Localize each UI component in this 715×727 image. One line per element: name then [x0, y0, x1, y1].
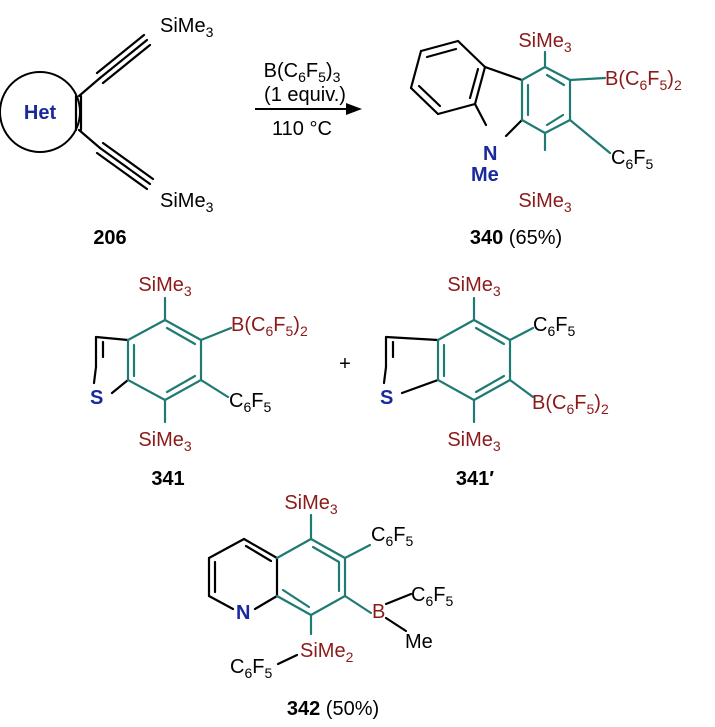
sime3-label: SiMe3	[518, 30, 572, 55]
compound-342-structure: N SiMe3 C6F5 B C6F5 Me SiMe2 C6F5	[207, 492, 453, 681]
het-label: Het	[24, 102, 57, 124]
nitrogen-label: N	[483, 143, 497, 165]
sime3-label: SiMe3	[284, 492, 338, 517]
n-methyl-label: Me	[471, 164, 499, 186]
reagent-label: B(C6F5)3	[264, 60, 341, 85]
sime3-label: SiMe3	[518, 190, 572, 215]
c6f5-label: C6F5	[230, 656, 272, 681]
sime2-label: SiMe2	[300, 640, 354, 665]
boron-atom-label: B	[372, 601, 385, 623]
borane-label: B(C6F5)2	[231, 314, 308, 339]
c6f5-label: C6F5	[411, 584, 453, 609]
compound-341-id: 341	[151, 468, 184, 490]
sime3-label: SiMe3	[160, 15, 214, 40]
sime3-label: SiMe3	[447, 274, 501, 299]
compound-341-prime-structure: S SiMe3 C6F5 B(C6F5)2 SiMe3	[380, 274, 609, 454]
borane-label: B(C6F5)2	[532, 392, 609, 417]
compound-341-structure: S SiMe3 B(C6F5)2 C6F5 SiMe3	[90, 274, 308, 454]
compound-206-structure: Het SiMe3 SiMe3	[0, 15, 214, 215]
compound-340-structure: N Me SiMe3 B(C6F5)2 C6F5 SiMe3	[409, 30, 682, 215]
compound-341-prime-id: 341′	[456, 468, 494, 490]
sime3-label: SiMe3	[160, 190, 214, 215]
borane-label: B(C6F5)2	[605, 68, 682, 93]
reaction-arrow	[255, 103, 362, 115]
temperature-label: 110 °C	[272, 118, 332, 140]
boron-methyl-label: Me	[405, 631, 433, 653]
compound-206-id: 206	[93, 227, 126, 249]
c6f5-label: C6F5	[229, 390, 271, 415]
sime3-label: SiMe3	[138, 429, 192, 454]
nitrogen-label: N	[236, 602, 250, 624]
compound-342-caption: 342 (50%)	[287, 698, 379, 720]
c6f5-label: C6F5	[611, 147, 653, 172]
sulfur-label: S	[380, 387, 393, 409]
sime3-label: SiMe3	[138, 274, 192, 299]
sulfur-label: S	[90, 387, 103, 409]
c6f5-label: C6F5	[533, 314, 575, 339]
sime3-label: SiMe3	[447, 429, 501, 454]
equivalents-label: (1 equiv.)	[264, 84, 346, 106]
c6f5-label: C6F5	[371, 524, 413, 549]
compound-340-caption: 340 (65%)	[470, 227, 562, 249]
plus-sign: +	[339, 353, 351, 375]
